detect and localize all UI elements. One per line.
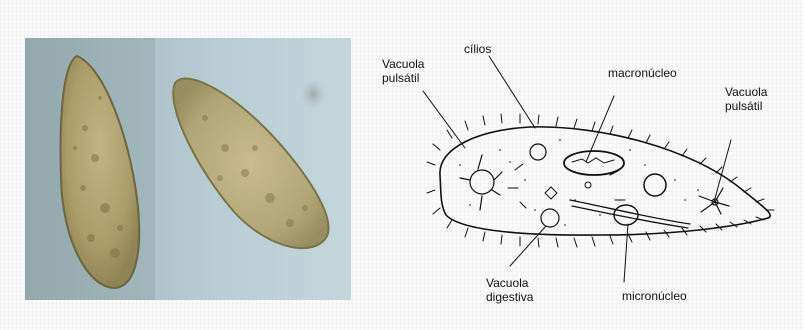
- leader-lines: [423, 56, 731, 282]
- macronucleus: [564, 151, 624, 175]
- label-vacuola-pulsatil-right: Vacuola pulsátil: [725, 85, 767, 113]
- label-vacuola-digestiva: Vacuola digestiva: [486, 276, 533, 304]
- label-cilios: cílios: [464, 42, 491, 56]
- paramecium-photo: [25, 38, 351, 300]
- contractile-vacuole-left: [460, 155, 502, 210]
- cell-membrane: [440, 127, 770, 235]
- label-micronucleo: micronúcleo: [622, 289, 687, 303]
- paramecium-photo-illustration: [25, 38, 351, 300]
- paramecium-diagram-drawing: [360, 30, 800, 320]
- label-vacuola-pulsatil-left: Vacuola pulsátil: [382, 57, 424, 85]
- label-macronucleo: macronúcleo: [608, 66, 677, 80]
- paramecium-diagram: Vacuola pulsátil cílios macronúcleo Vacu…: [360, 30, 800, 320]
